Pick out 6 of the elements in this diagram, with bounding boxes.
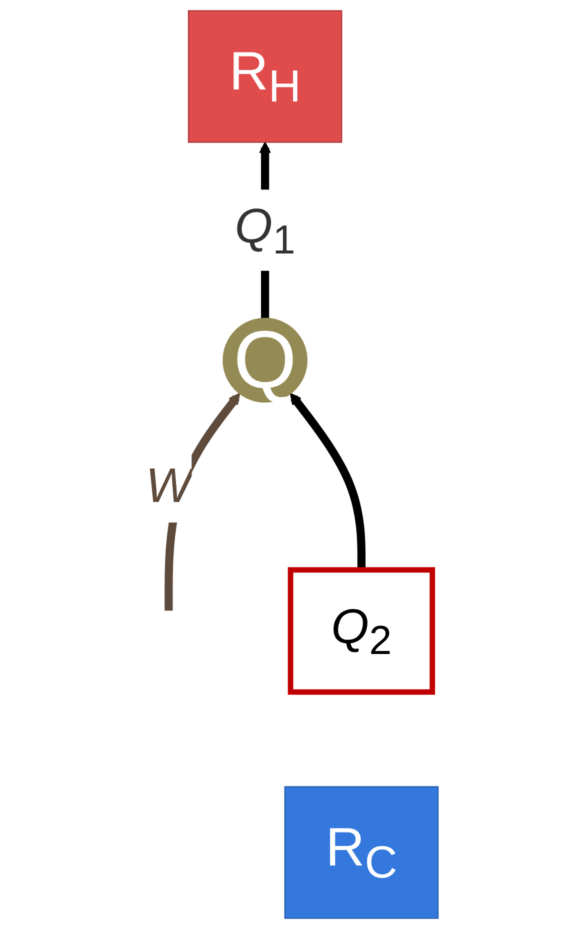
edge-label: W — [146, 458, 192, 514]
node-box: R$_{H}$ — [188, 10, 342, 143]
node-circle: Q — [222, 318, 308, 403]
node-box: R$_{C}$ — [284, 786, 439, 919]
edge-label: Q$_{1}$ — [234, 198, 296, 263]
node-box: Q$_{2}$ — [288, 567, 436, 695]
